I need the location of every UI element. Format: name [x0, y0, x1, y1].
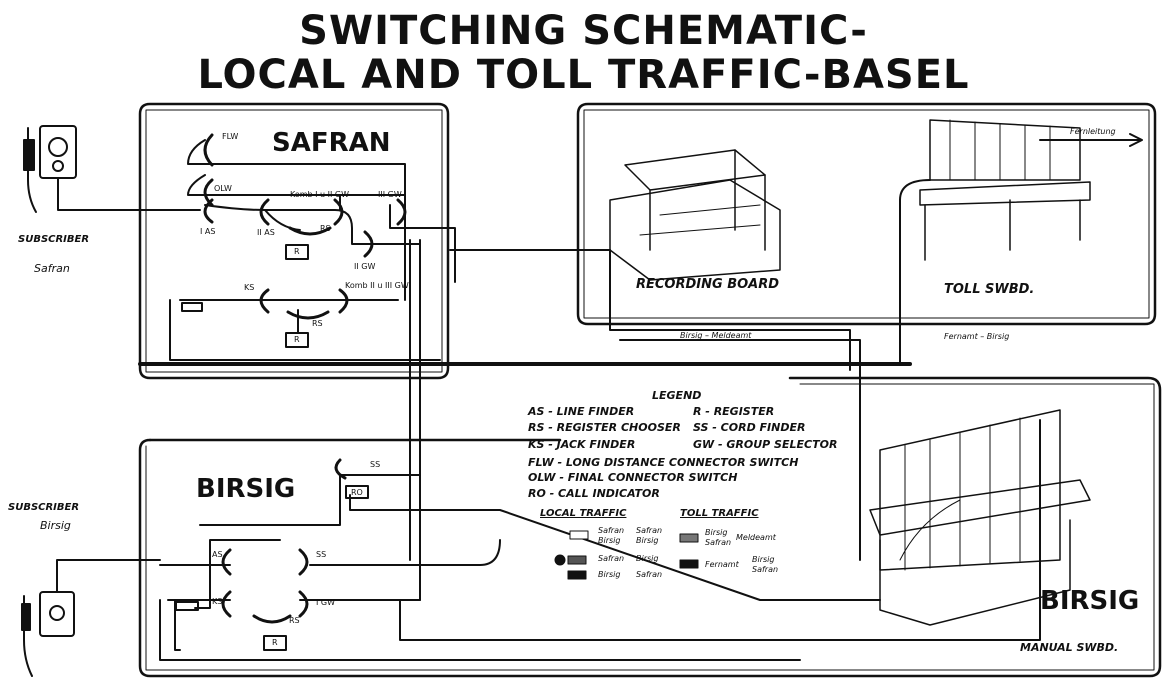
- toll-swbd-label: TOLL SWBD.: [944, 282, 1034, 297]
- subscriber-safran-name: Safran: [34, 262, 70, 275]
- komb-i-ii-gw-label: Komb I u II GW: [290, 190, 349, 199]
- flw-label: FLW: [222, 132, 238, 141]
- local-item-1-to2: Birsig: [636, 536, 658, 545]
- toll-item-2-to2: Safran: [752, 565, 778, 574]
- subscriber-safran-label: SUBSCRIBER: [18, 234, 89, 245]
- r-label: R: [294, 247, 300, 256]
- fernleitung-label: Fernleitung: [1070, 127, 1116, 136]
- olw-label: OLW: [214, 184, 232, 193]
- birsig-as-label: AS: [212, 550, 223, 559]
- ii-as-label: II AS: [257, 228, 275, 237]
- local-item-1-from2: Birsig: [598, 536, 620, 545]
- birsig-ks-label: KS: [212, 597, 222, 606]
- recording-board-label: RECORDING BOARD: [636, 277, 779, 292]
- safran-heading: SAFRAN: [272, 128, 391, 158]
- komb-ii-iii-gw-label: Komb II u III GW: [345, 281, 409, 290]
- birsig-ss-label: SS: [370, 460, 380, 469]
- local-item-2-to: Birsig: [636, 554, 658, 563]
- toll-item-1-text2: Safran: [705, 538, 731, 547]
- legend-olw: OLW - FINAL CONNECTOR SWITCH: [528, 471, 737, 484]
- legend-flw: FLW - LONG DISTANCE CONNECTOR SWITCH: [528, 456, 798, 469]
- birsig-rs-label: RS: [289, 616, 300, 625]
- safran-telephone: [24, 126, 76, 212]
- recording-board-drawing: [610, 150, 780, 280]
- legend-ss: SS - CORD FINDER: [693, 421, 805, 434]
- legend-heading: LEGEND: [652, 389, 701, 402]
- rs-label: RS: [320, 224, 331, 233]
- toll-item-2-to: Birsig: [752, 555, 774, 564]
- subscriber-birsig-name: Birsig: [40, 519, 71, 532]
- iii-gw-label: III GW: [378, 190, 402, 199]
- legend-local-heading: LOCAL TRAFFIC: [540, 508, 626, 519]
- birsig-heading: BIRSIG: [196, 474, 295, 504]
- local-item-3-to: Safran: [636, 570, 662, 579]
- rs2-label: RS: [312, 319, 323, 328]
- i-as-label: I AS: [200, 227, 215, 236]
- legend-ks: KS - JACK FINDER: [528, 438, 635, 451]
- birsig-igw-label: I GW: [316, 598, 335, 607]
- toll-item-1-text: Birsig: [705, 528, 727, 537]
- legend-r: R - REGISTER: [693, 405, 774, 418]
- ii-gw-label: II GW: [354, 262, 375, 271]
- legend-as: AS - LINE FINDER: [528, 405, 634, 418]
- birsig-r-label: R: [272, 638, 278, 647]
- local-item-3-from: Birsig: [598, 570, 620, 579]
- birsig-meldeamt-label: Birsig – Meldeamt: [680, 331, 751, 340]
- legend-gw: GW - GROUP SELECTOR: [693, 438, 837, 451]
- birsig-manual-heading: BIRSIG: [1040, 586, 1139, 616]
- toll-item-2-text: Fernamt: [705, 560, 739, 569]
- birsig-ss2-label: SS: [316, 550, 326, 559]
- birsig-telephone: [22, 592, 74, 676]
- local-item-2-from: Safran: [598, 554, 624, 563]
- subscriber-birsig-label: SUBSCRIBER: [8, 502, 79, 513]
- local-item-1-from: Safran: [598, 526, 624, 535]
- ks-label: KS: [244, 283, 254, 292]
- local-item-1-to: Safran: [636, 526, 662, 535]
- fernamt-birsig-label: Fernamt – Birsig: [944, 332, 1009, 341]
- legend-ro: RO - CALL INDICATOR: [528, 487, 660, 500]
- toll-board-drawing: [920, 120, 1142, 260]
- toll-item-1-to: Meldeamt: [736, 533, 776, 542]
- manual-swbd-label: MANUAL SWBD.: [1020, 641, 1118, 654]
- r2-label: R: [294, 335, 300, 344]
- legend-toll-heading: TOLL TRAFFIC: [680, 508, 759, 519]
- legend-rs: RS - REGISTER CHOOSER: [528, 421, 681, 434]
- birsig-ro-label: RO: [351, 488, 363, 497]
